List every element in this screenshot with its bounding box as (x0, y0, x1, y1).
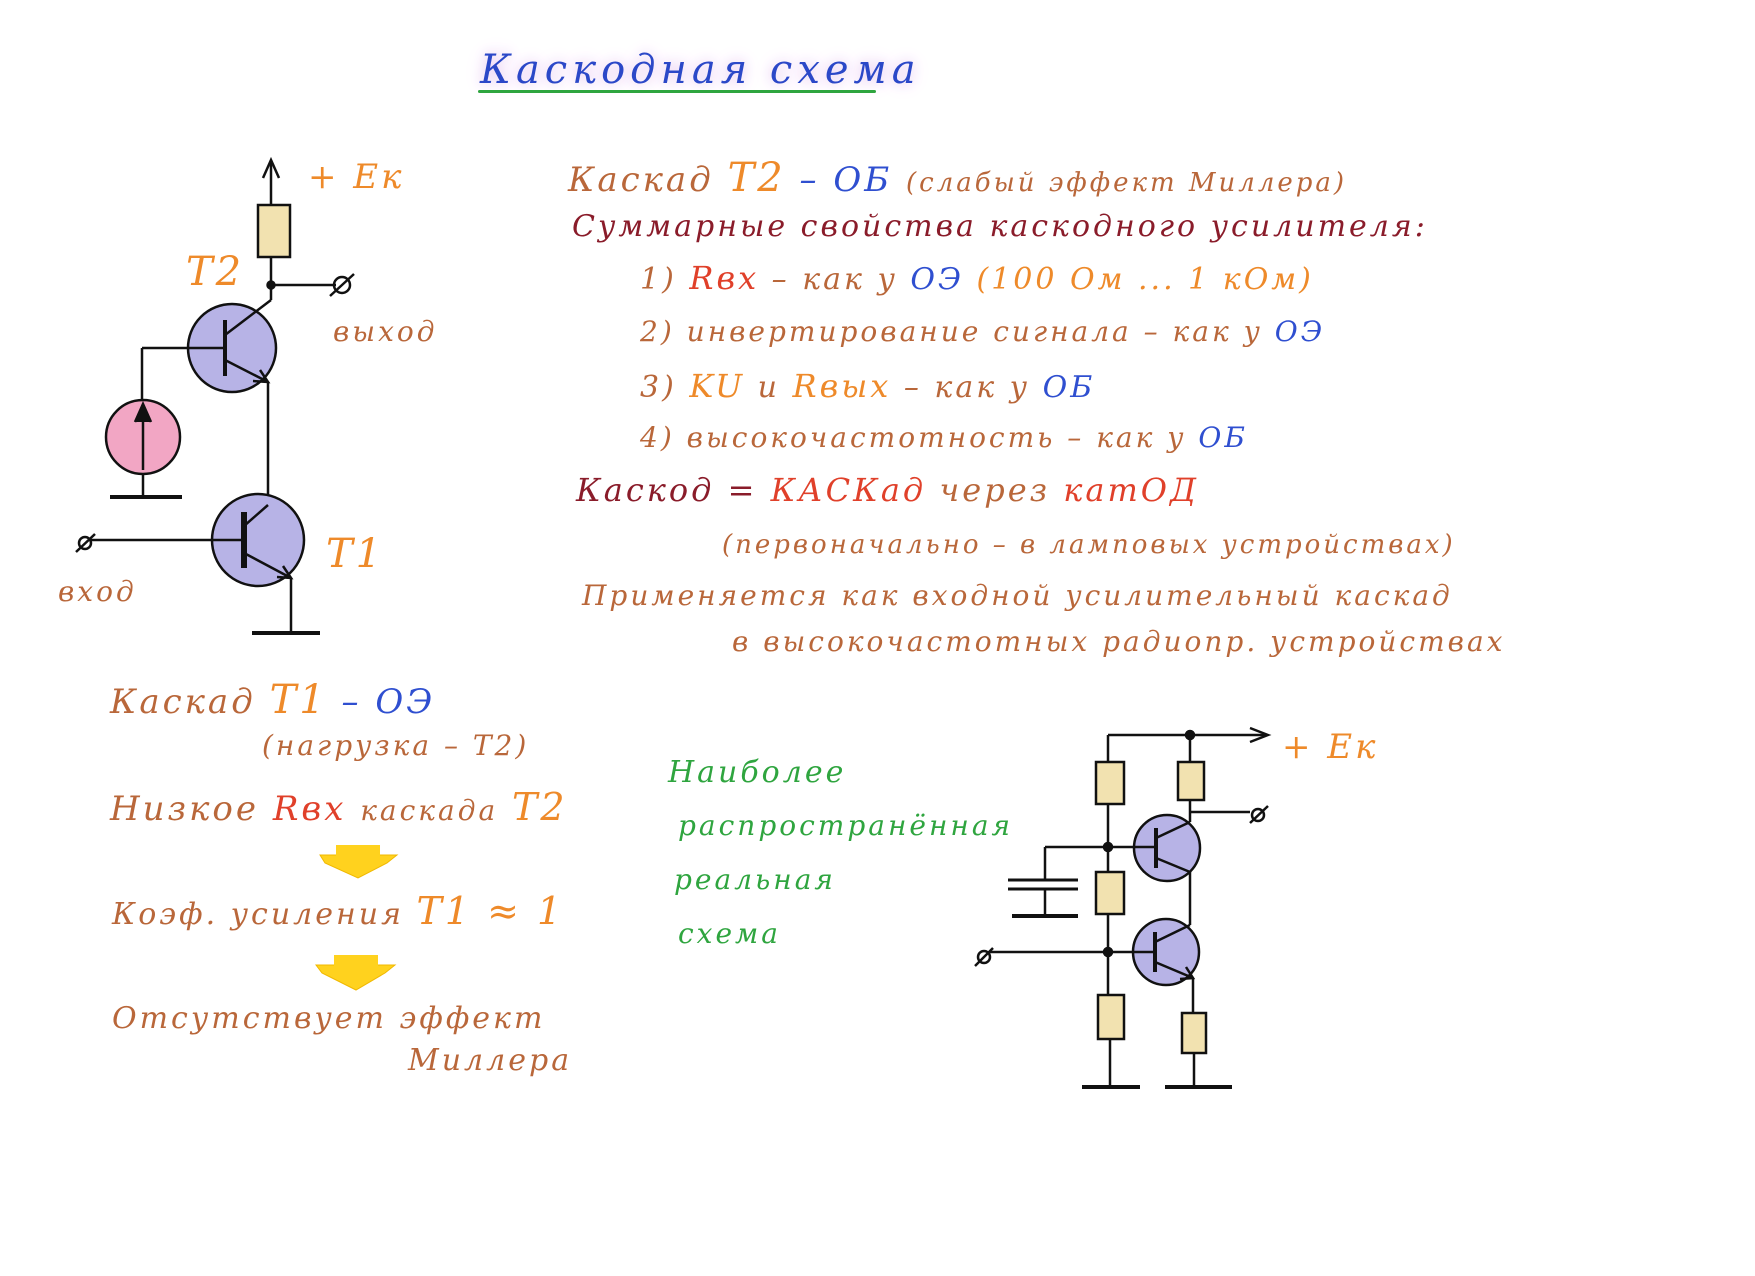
t1-label: T1 (326, 531, 385, 577)
text-oe: – ОЭ (341, 682, 436, 722)
text-low: Низкое (110, 789, 259, 829)
text-inversion: инвертирование сигнала – как у (686, 315, 1263, 348)
text-range: (100 Ом ... 1 кОм) (976, 262, 1314, 297)
text-oe: ОЭ (1274, 315, 1326, 348)
bias-resistor-1 (1094, 760, 1126, 806)
text-ku: KU (689, 367, 746, 405)
note-no-miller-1: Отсутствует эффект (112, 1001, 546, 1036)
item-number: 2) (640, 315, 675, 348)
text-as: – как у (903, 370, 1031, 405)
text-cascade: Каскад (110, 682, 256, 722)
circuit-2 (974, 726, 1272, 1089)
text-as: – как у (771, 262, 898, 297)
text-cascade: Каскад (568, 160, 714, 200)
title-underline (478, 90, 876, 93)
text-cascode-eq: Каскод = (576, 471, 758, 509)
text-kaskad: КАСКад (770, 471, 927, 509)
summary-item-4: 4) высокочастотность – как у ОБ (640, 424, 1248, 452)
collector-resistor-2 (1176, 760, 1206, 802)
note-gain: Коэф. усиления T1 ≈ 1 (112, 892, 564, 930)
supply-arrow-head-icon (261, 156, 281, 179)
input-terminal-icon (77, 535, 93, 551)
collector-resistor (256, 203, 292, 259)
note-t1-oe: Каскад T1 – ОЭ (110, 680, 435, 720)
green-note-line-2: распространённая (678, 809, 1014, 842)
text-through: через (939, 471, 1051, 509)
down-arrow-2-icon (315, 955, 397, 991)
item-number: 4) (640, 421, 675, 454)
text-high-frequency: высокочастотность – как у (686, 421, 1187, 454)
output-label: выход (333, 315, 438, 348)
text-oe: ОЭ (910, 262, 964, 297)
note-no-miller-2: Миллера (408, 1043, 573, 1078)
text-gain: Коэф. усиления (112, 897, 404, 932)
note-t2-ob: Каскад T2 – ОБ (слабый эффект Миллера) (568, 158, 1347, 198)
note-cascode-origin: Каскод = КАСКад через катОД (576, 474, 1199, 506)
bias-resistor-3 (1096, 993, 1126, 1041)
emitter-resistor (1180, 1011, 1208, 1055)
text-rin: Rвх (272, 789, 347, 829)
text-ob: ОБ (1042, 370, 1096, 405)
text-t2: T2 (727, 155, 786, 201)
text-of-cascade: каскада (360, 794, 499, 827)
output-terminal-icon (332, 275, 352, 295)
text-rout: Rвых (792, 367, 892, 405)
supply-label-2: + Eк (1282, 727, 1379, 767)
text-ob: – ОБ (799, 160, 893, 200)
note-low-rin: Низкое Rвх каскада T2 (110, 788, 568, 826)
text-katod: катОД (1063, 471, 1200, 509)
item-number: 3) (640, 370, 677, 405)
text-t2: T2 (511, 785, 568, 829)
green-note-line-3: реальная (674, 863, 836, 896)
circuit-1 (75, 156, 355, 635)
down-arrow-1-icon (319, 845, 399, 879)
summary-heading: Суммарные свойства каскодного усилителя: (572, 209, 1428, 244)
bias-resistor-2 (1094, 870, 1126, 916)
input-label: вход (58, 575, 137, 608)
page-title: Каскодная схема (480, 47, 921, 93)
text-ob: ОБ (1198, 421, 1248, 454)
supply-label-1: + Eк (308, 157, 405, 197)
green-note-line-4: схема (678, 917, 781, 950)
item-number: 1) (640, 262, 677, 297)
junction-dot (266, 280, 276, 290)
summary-item-3: 3) KU и Rвых – как у ОБ (640, 370, 1095, 403)
text-weak-miller: (слабый эффект Миллера) (906, 168, 1348, 198)
note-lamp: (первоначально – в ламповых устройствах) (722, 530, 1456, 560)
summary-item-1: 1) Rвх – как у ОЭ (100 Ом ... 1 кОм) (640, 262, 1314, 295)
note-load: (нагрузка – T2) (262, 729, 530, 762)
text-and: и (757, 370, 780, 405)
summary-item-2: 2) инвертирование сигнала – как у ОЭ (640, 318, 1325, 346)
note-apply-1: Применяется как входной усилительный кас… (582, 579, 1453, 612)
t2-label: T2 (186, 249, 245, 295)
note-apply-2: в высокочастотных радиопр. устройствах (732, 625, 1506, 658)
text-rin: Rвх (689, 259, 760, 297)
green-note-line-1: Наиболее (668, 755, 847, 790)
text-t1: T1 (269, 677, 328, 723)
text-gain-value: T1 ≈ 1 (416, 889, 565, 933)
